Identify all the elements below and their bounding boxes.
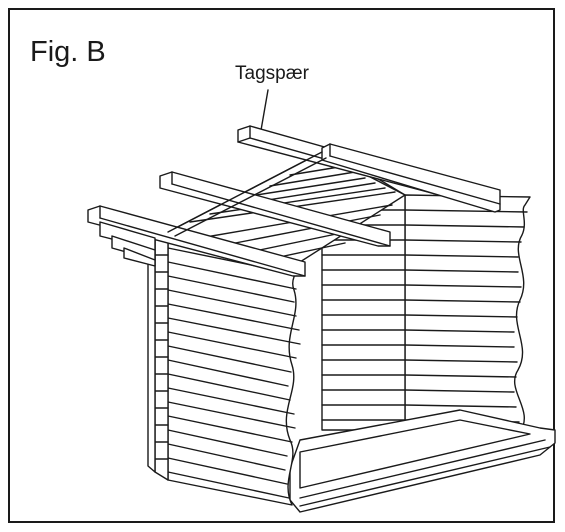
rafter-front-edge: [99, 217, 306, 277]
corner-post: [154, 231, 169, 481]
roof-edge-line: [174, 157, 327, 237]
floor-rail-line: [299, 439, 546, 499]
roof-edge-line: [167, 151, 323, 233]
floor-inner: [299, 419, 531, 489]
ridge-beam-edge: [329, 155, 501, 205]
callout-label-rafter: Tagspær: [235, 63, 309, 84]
callout-leader-line: [259, 89, 269, 137]
rafter-back-edge: [237, 137, 251, 143]
corner-post-notches: [154, 254, 169, 460]
back-wall-right: [404, 194, 531, 433]
rafter-middle-edge: [171, 183, 391, 247]
rafter-front-step: [123, 247, 156, 267]
corner-post-outer: [147, 237, 156, 473]
figure-label: Fig. B: [30, 36, 106, 68]
floor-rail-line: [299, 446, 551, 507]
front-wall-boards: [167, 247, 301, 499]
